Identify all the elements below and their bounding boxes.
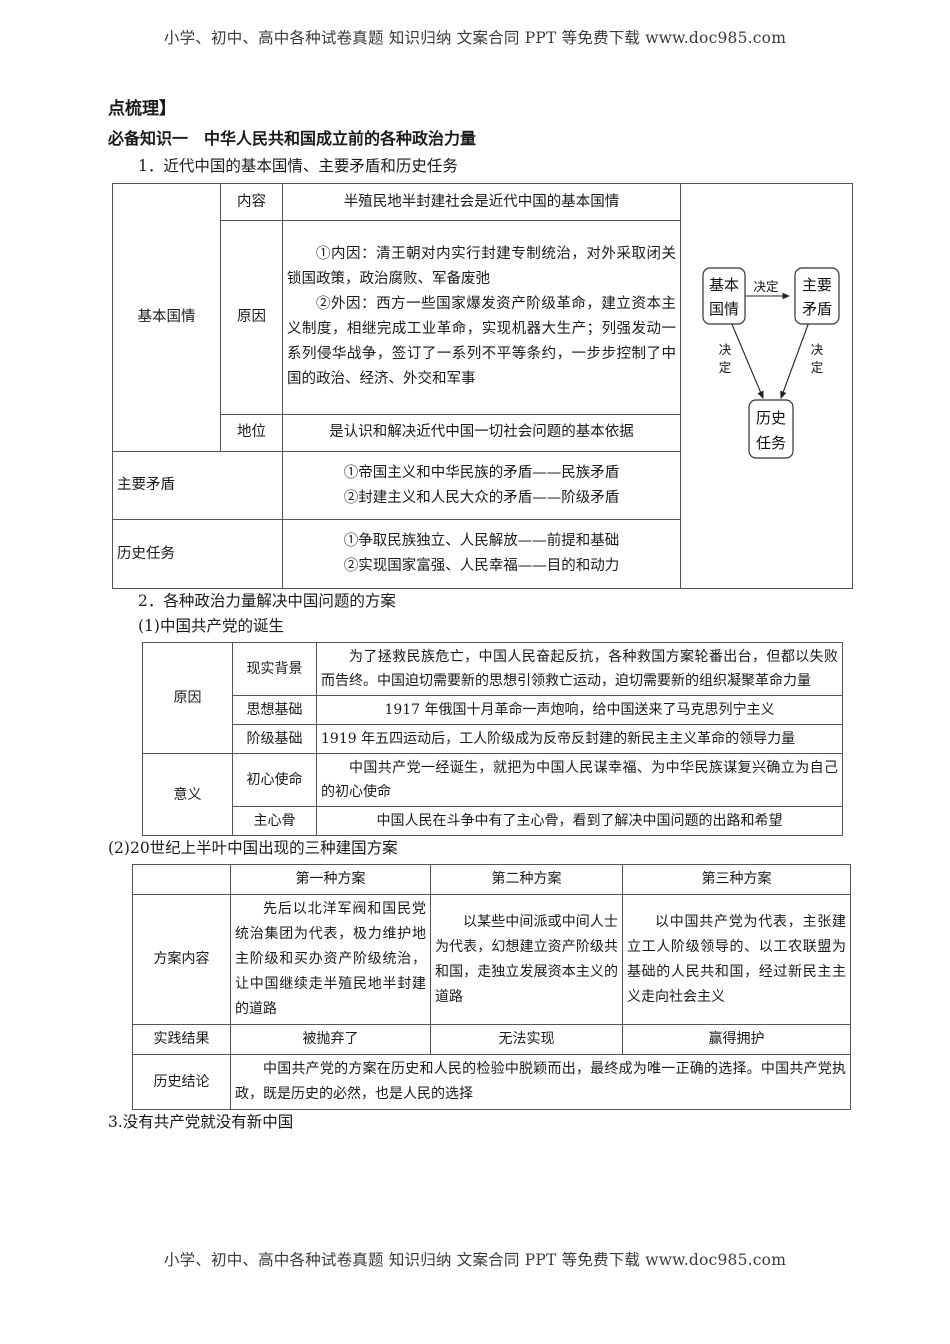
diagram-edge-ac-label-2: 定 bbox=[719, 360, 732, 375]
diagram-node-a-line1: 基本 bbox=[709, 276, 739, 294]
table-ccp-founding: 原因 现实背景 为了拯救民族危亡，中国人民奋起反抗，各种救国方案轮番出台，但都以… bbox=[142, 642, 843, 836]
diagram-edge-ac-label-1: 决 bbox=[719, 342, 732, 357]
diagram-edge-bc-label-1: 决 bbox=[811, 342, 824, 357]
t2-label-reason: 原因 bbox=[142, 642, 233, 754]
t3-header-plan-3: 第三种方案 bbox=[622, 864, 851, 895]
t3-label-practice-result: 实践结果 bbox=[132, 1024, 231, 1055]
t2-sub-class-basis: 阶级基础 bbox=[232, 724, 317, 754]
document-content: 点梳理】 必备知识一 中华人民共和国成立前的各种政治力量 1．近代中国的基本国情… bbox=[108, 96, 853, 1135]
t1-reason-line2: ②外因：西方一些国家爆发资产阶级革命，建立资本主义制度，相继完成工业革命，实现机… bbox=[287, 296, 676, 388]
t2-sub-real-background: 现实背景 bbox=[232, 642, 317, 696]
t2-cell-original-aspiration: 中国共产党一经诞生，就把为中国人民谋幸福、为中华民族谋复兴确立为自己的初心使命 bbox=[316, 753, 843, 807]
t3-cell-plan3-content: 以中国共产党为代表，主张建立工人阶级领导的、以工农联盟为基础的人民共和国，经过新… bbox=[622, 894, 851, 1025]
t2-sub-original-aspiration: 初心使命 bbox=[232, 753, 317, 807]
t1-label-contradiction: 主要矛盾 bbox=[112, 450, 283, 521]
diagram-edge-ab-label: 决定 bbox=[753, 279, 778, 294]
table-row: 阶级基础 1919 年五四运动后，工人阶级成为反帝反封建的新民主主义革命的领导力… bbox=[143, 724, 843, 754]
list-item-2-1: (1)中国共产党的诞生 bbox=[138, 617, 284, 635]
t3-cell-conclusion: 中国共产党的方案在历史和人民的检验中脱颖而出，最终成为唯一正确的选择。中国共产党… bbox=[230, 1054, 851, 1110]
t1-sub-content: 内容 bbox=[220, 182, 283, 222]
t1-label-basic: 基本国情 bbox=[112, 183, 221, 452]
page-title: 点梳理】 bbox=[108, 99, 176, 119]
t2-cell-real-background: 为了拯救民族危亡，中国人民奋起反抗，各种救国方案轮番出台，但都以失败而告终。中国… bbox=[316, 642, 843, 696]
t1-cell-contradiction: ①帝国主义和中华民族的矛盾——民族矛盾 ②封建主义和人民大众的矛盾——阶级矛盾 bbox=[282, 450, 681, 521]
t1-contradiction-line2: ②封建主义和人民大众的矛盾——阶级矛盾 bbox=[343, 489, 620, 506]
watermark-bottom: 小学、初中、高中各种试卷真题 知识归纳 文案合同 PPT 等免费下载 www.d… bbox=[163, 1251, 787, 1269]
table-row: 思想基础 1917 年俄国十月革命一声炮响，给中国送来了马克思列宁主义 bbox=[143, 695, 843, 725]
table-three-plans: 第一种方案 第二种方案 第三种方案 方案内容 先后以北洋军阀和国民党统治集团为代… bbox=[132, 864, 851, 1110]
diagram-svg: 基本 国情 主要 矛盾 历史 任务 决 bbox=[702, 267, 840, 459]
list-item-3: 3.没有共产党就没有新中国 bbox=[108, 1113, 294, 1131]
section-heading: 必备知识一 中华人民共和国成立前的各种政治力量 bbox=[108, 129, 477, 148]
t3-cell-plan1-result: 被抛弃了 bbox=[230, 1024, 431, 1055]
t3-label-conclusion: 历史结论 bbox=[132, 1054, 231, 1110]
t3-header-blank bbox=[132, 864, 231, 895]
table-row: 基本国情 内容 半殖民地半封建社会是近代中国的基本国情 bbox=[112, 182, 853, 589]
t1-label-task: 历史任务 bbox=[112, 519, 283, 589]
table-row: 方案内容 先后以北洋军阀和国民党统治集团为代表，极力维护地主阶级和买办资产阶级统… bbox=[132, 894, 851, 1025]
t1-sub-reason: 原因 bbox=[220, 220, 283, 415]
table-row: 原因 ①内因：清王朝对内实行封建专制统治，对外采取闭关锁国政策，政治腐败、军备废… bbox=[113, 220, 853, 415]
t1-diagram-cell: 基本 国情 主要 矛盾 历史 任务 决 bbox=[680, 183, 853, 589]
diagram-edge-bc-label-2: 定 bbox=[811, 360, 824, 375]
t1-cell-reason: ①内因：清王朝对内实行封建专制统治，对外采取闭关锁国政策，政治腐败、军备废弛 ②… bbox=[282, 220, 681, 415]
t3-cell-plan2-content: 以某些中间派或中间人士为代表，幻想建立资产阶级共和国，走独立发展资本主义的道路 bbox=[430, 894, 623, 1025]
t3-cell-plan3-result: 赢得拥护 bbox=[622, 1024, 851, 1055]
watermark-top: 小学、初中、高中各种试卷真题 知识归纳 文案合同 PPT 等免费下载 www.d… bbox=[163, 29, 787, 47]
diagram-node-b-line1: 主要 bbox=[802, 276, 832, 294]
t3-cell-plan1-content: 先后以北洋军阀和国民党统治集团为代表，极力维护地主阶级和买办资产阶级统治，让中国… bbox=[230, 894, 431, 1025]
t1-task-line1: ①争取民族独立、人民解放——前提和基础 bbox=[343, 533, 620, 550]
table-header-row: 第一种方案 第二种方案 第三种方案 bbox=[132, 864, 851, 895]
t3-label-plan-content: 方案内容 bbox=[132, 894, 231, 1025]
t1-reason-line1: ①内因：清王朝对内实行封建专制统治，对外采取闭关锁国政策，政治腐败、军备废弛 bbox=[287, 246, 676, 288]
t3-cell-plan2-result: 无法实现 bbox=[430, 1024, 623, 1055]
table-row: 历史结论 中国共产党的方案在历史和人民的检验中脱颖而出，最终成为唯一正确的选择。… bbox=[132, 1054, 851, 1110]
table-row: 历史任务 ①争取民族独立、人民解放——前提和基础 ②实现国家富强、人民幸福——目… bbox=[112, 519, 853, 589]
t1-task-line2: ②实现国家富强、人民幸福——目的和动力 bbox=[343, 558, 620, 575]
diagram-node-b-line2: 矛盾 bbox=[802, 300, 832, 318]
t2-sub-ideological-basis: 思想基础 bbox=[232, 695, 317, 725]
table-row: 实践结果 被抛弃了 无法实现 赢得拥护 bbox=[132, 1024, 851, 1055]
table-row: 意义 初心使命 中国共产党一经诞生，就把为中国人民谋幸福、为中华民族谋复兴确立为… bbox=[142, 753, 843, 836]
t1-cell-task: ①争取民族独立、人民解放——前提和基础 ②实现国家富强、人民幸福——目的和动力 bbox=[282, 519, 681, 589]
diagram-node-a-line2: 国情 bbox=[709, 300, 739, 318]
t1-cell-status: 是认识和解决近代中国一切社会问题的基本依据 bbox=[282, 413, 681, 452]
list-item-1: 1．近代中国的基本国情、主要矛盾和历史任务 bbox=[138, 157, 458, 175]
table-row: 主要矛盾 ①帝国主义和中华民族的矛盾——民族矛盾 ②封建主义和人民大众的矛盾——… bbox=[112, 450, 853, 521]
list-item-2: 2．各种政治力量解决中国问题的方案 bbox=[138, 592, 396, 610]
diagram-node-c-line2: 任务 bbox=[756, 434, 786, 452]
t2-sub-mainstay: 主心骨 bbox=[232, 806, 317, 836]
t3-header-plan-1: 第一种方案 bbox=[230, 864, 431, 895]
list-item-2-2: (2)20世纪上半叶中国出现的三种建国方案 bbox=[108, 839, 398, 857]
table-row: 原因 现实背景 为了拯救民族危亡，中国人民奋起反抗，各种救国方案轮番出台，但都以… bbox=[142, 642, 843, 754]
t1-sub-status: 地位 bbox=[220, 413, 283, 452]
t2-label-significance: 意义 bbox=[142, 753, 233, 836]
t2-cell-ideological-basis: 1917 年俄国十月革命一声炮响，给中国送来了马克思列宁主义 bbox=[316, 695, 843, 725]
t3-header-plan-2: 第二种方案 bbox=[430, 864, 623, 895]
diagram-node-c-line1: 历史 bbox=[756, 409, 786, 427]
t2-cell-class-basis: 1919 年五四运动后，工人阶级成为反帝反封建的新民主主义革命的领导力量 bbox=[316, 724, 843, 754]
table-row: 地位 是认识和解决近代中国一切社会问题的基本依据 bbox=[113, 413, 853, 452]
table-basic-national-conditions: 基本国情 内容 半殖民地半封建社会是近代中国的基本国情 bbox=[112, 182, 853, 589]
t2-cell-mainstay: 中国人民在斗争中有了主心骨，看到了解决中国问题的出路和希望 bbox=[316, 806, 843, 836]
table-row: 主心骨 中国人民在斗争中有了主心骨，看到了解决中国问题的出路和希望 bbox=[143, 806, 843, 836]
t1-contradiction-line1: ①帝国主义和中华民族的矛盾——民族矛盾 bbox=[343, 464, 620, 481]
relationship-diagram: 基本 国情 主要 矛盾 历史 任务 决 bbox=[685, 186, 848, 586]
t1-cell-content: 半殖民地半封建社会是近代中国的基本国情 bbox=[282, 182, 681, 222]
